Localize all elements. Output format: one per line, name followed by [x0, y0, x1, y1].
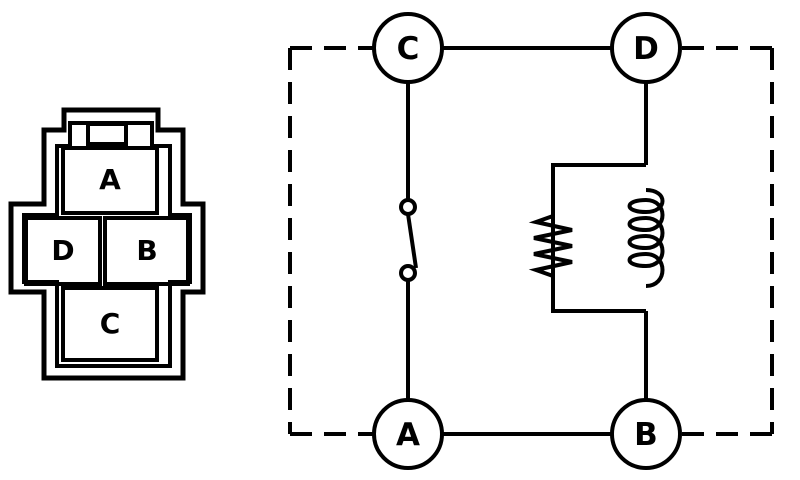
terminal-c [372, 12, 444, 84]
connector-face [8, 107, 206, 381]
connector-housing-outline [8, 107, 206, 381]
switch-blade [406, 213, 418, 269]
terminal-label-b: B [634, 417, 658, 453]
coil-bracket [551, 163, 646, 313]
pin-cavity-b [103, 216, 190, 286]
pin-cavity-d [24, 216, 102, 286]
terminal-label-d: D [633, 31, 659, 67]
pin-label-a: A [99, 163, 121, 196]
resistor-symbol [528, 214, 573, 278]
relay-enclosure [288, 46, 774, 436]
connector-housing-inner [22, 121, 192, 368]
pin-label-c: C [100, 307, 121, 340]
pin-cavity-a [61, 146, 159, 215]
switch-contact [399, 198, 418, 282]
terminal-b [610, 398, 682, 470]
connector-latch [86, 122, 128, 146]
terminal-label-c: C [397, 31, 420, 67]
wiring [406, 46, 648, 436]
pin-label-b: B [136, 234, 157, 267]
terminal-d [610, 12, 682, 84]
switch-terminal-top [399, 198, 417, 216]
switch-terminal-bottom [399, 264, 417, 282]
coil-symbol [627, 188, 665, 288]
terminals [372, 12, 682, 470]
pin-label-d: D [51, 234, 74, 267]
terminal-label-a: A [396, 417, 420, 453]
pin-cavity-c [61, 286, 159, 362]
terminal-a [372, 398, 444, 470]
